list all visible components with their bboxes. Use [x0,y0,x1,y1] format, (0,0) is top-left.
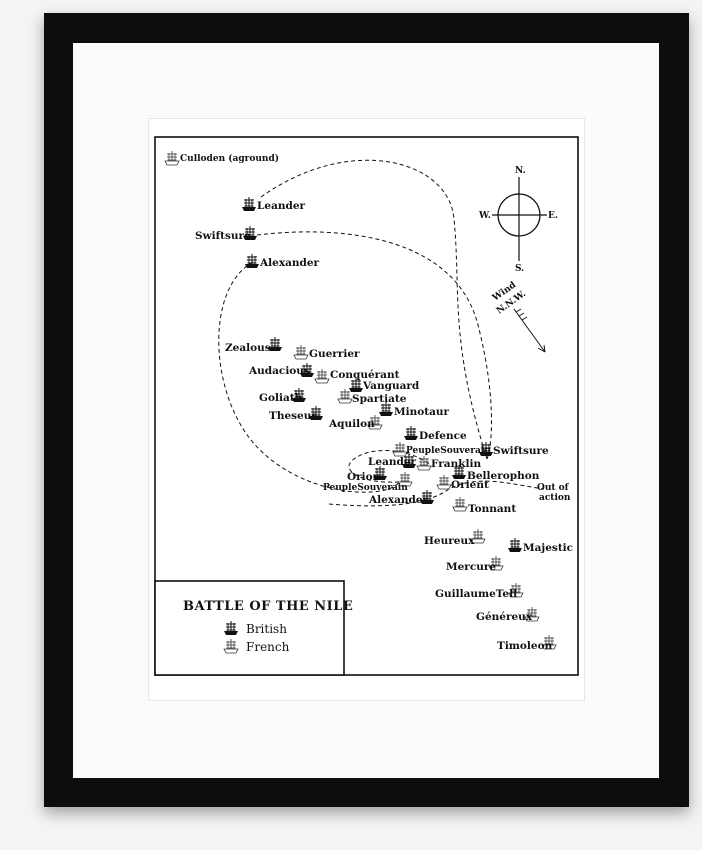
compass-north: N. [515,166,526,176]
ship-label: Audacious [248,365,310,377]
ship-majestic-icon [507,537,523,553]
ship-label: Heureux [424,535,475,547]
ship-label: Theseus [269,410,317,422]
ship-label: Goliath [259,392,303,404]
ship-franklin-icon [416,455,432,471]
legend-title: BATTLE OF THE NILE [183,599,353,614]
ship-label: Tonnant [468,503,516,515]
ship-label: PeupleSouverain [323,483,408,493]
ship-tonnant-icon [452,496,468,512]
ship-label: Aquilon [328,418,375,430]
ship-label: Culloden (aground) [180,153,279,164]
battle-map: N. S. W. E. Wind N.N.W. Culloden (agroun… [154,136,579,676]
compass-west: W. [478,211,491,221]
ship-label: Généreux [476,611,533,623]
ship-label: Swiftsure [195,230,251,242]
ship-label: Alexander [368,494,429,506]
track-swiftsure [256,231,493,460]
ship-label: Alexander [259,257,320,269]
ship-label: Zealous [225,342,271,354]
compass-east: E. [548,211,558,221]
ship-label: Majestic [523,542,573,554]
ship-label: PeupleSouverain [406,446,491,456]
compass-south: S. [515,264,524,274]
wind-indicator: Wind N.N.W. [490,280,546,353]
ship-peuple-souverain-icon [392,441,408,457]
ship-culloden-icon [164,150,180,166]
ship-label: GuillaumeTell [435,588,517,600]
ship-leander-icon [241,196,257,212]
ship-conquerant-icon [314,368,330,384]
ship-defence-icon [403,425,419,441]
out-of-action-label-2: action [539,493,571,503]
ship-label: Conquérant [330,369,400,381]
ship-label: Swiftsure [493,445,549,457]
wind-arrow-icon [513,308,546,353]
ship-label: Orion [347,471,381,483]
map-border [154,136,579,676]
ship-label: Orient [451,479,489,491]
compass: N. S. W. E. [478,166,558,274]
ship-label: Minotaur [394,406,450,418]
track-inner-loop [348,450,430,483]
ship-label: Defence [419,430,467,442]
out-of-action-label: Out of [537,483,570,493]
ship-label: Bellerophon [467,470,540,482]
track-leander [260,159,488,460]
track-alexander [218,261,400,493]
ship-label: Mercure [446,561,496,573]
ship-label: Vanguard [362,380,420,392]
legend-british: British [246,622,287,636]
legend-french: French [246,640,290,654]
ship-label: Franklin [431,458,481,470]
ship-label: Spartiate [352,393,407,405]
legend-box: BATTLE OF THE NILE British French [154,580,353,676]
ship-alexander-icon [244,253,260,269]
ship-label: Guerrier [309,348,360,360]
ship-label: Leander [368,456,417,468]
ship-label: Leander [257,200,306,212]
ship-guerrier-icon [293,344,309,360]
ship-orient-icon [436,474,452,490]
ship-label: Timoleon [497,640,553,652]
ship-spartiate-icon [337,388,353,404]
